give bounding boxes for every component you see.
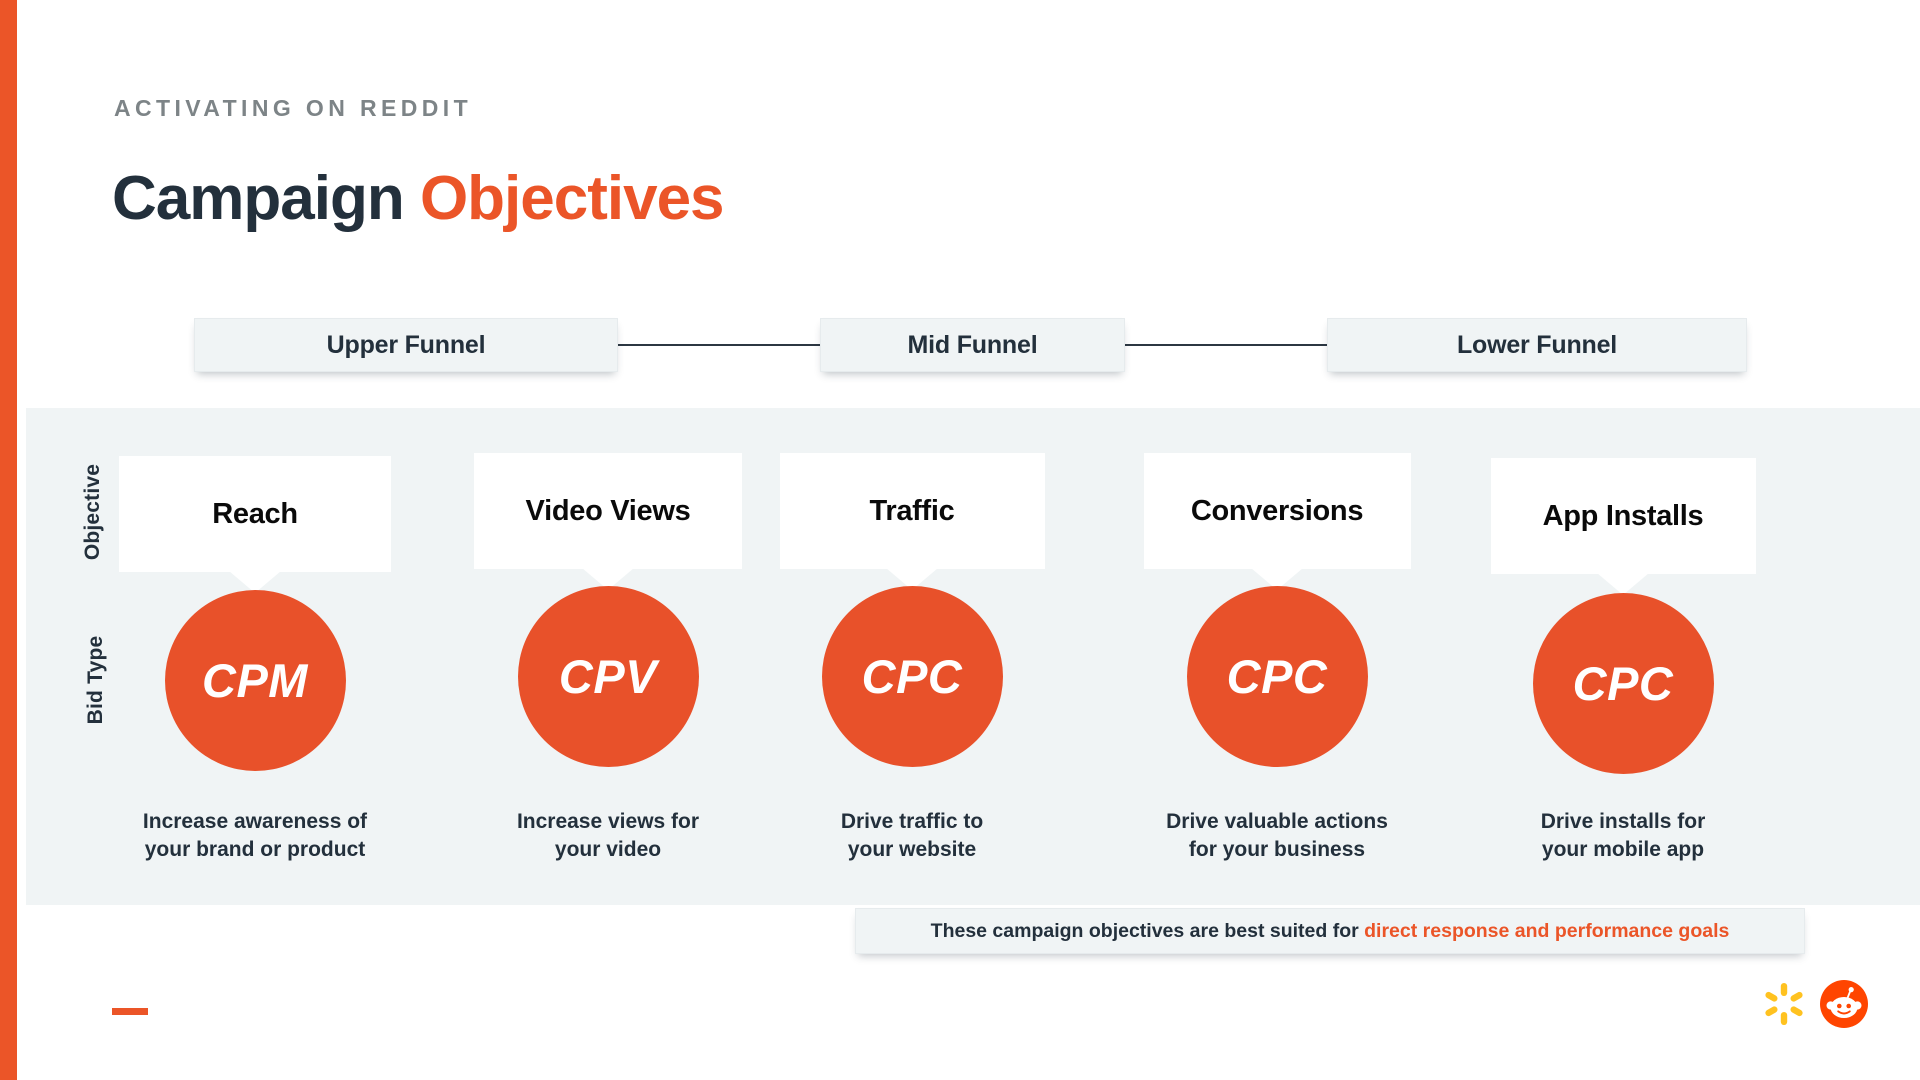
- description-line-2: your brand or product: [144, 838, 366, 862]
- description-line-2: your mobile app: [1541, 838, 1705, 862]
- objective-description: Drive valuable actions for your business: [1112, 808, 1442, 865]
- reddit-snoo-icon: [1820, 980, 1868, 1028]
- footnote-text: These campaign objectives are best suite…: [931, 920, 1730, 943]
- funnel-chip-lower-label: Lower Funnel: [1456, 330, 1618, 359]
- description-line-1: Drive traffic to: [840, 810, 984, 833]
- objective-card-traffic[interactable]: Traffic: [779, 453, 1045, 569]
- objective-card-conversions[interactable]: Conversions: [1143, 453, 1411, 569]
- funnel-chip-mid[interactable]: Mid Funnel: [820, 318, 1125, 372]
- bid-type-label: CPM: [202, 654, 308, 707]
- objective-card-wrap: Traffic: [747, 453, 1077, 569]
- bid-type-circle-cpv[interactable]: CPV: [517, 586, 699, 767]
- walmart-spark-icon: [1765, 983, 1803, 1025]
- objective-column-app-installs: App Installs CPC Drive installs for your…: [1458, 408, 1788, 905]
- objective-card-video-views[interactable]: Video Views: [474, 453, 742, 569]
- page-title-part-2: Objectives: [419, 164, 725, 233]
- description-line-1: Drive valuable actions: [1166, 810, 1388, 833]
- description-line-2: your video: [554, 838, 662, 862]
- funnel-chip-mid-label: Mid Funnel: [907, 330, 1038, 359]
- funnel-connector-1: [610, 344, 828, 346]
- objective-card-reach[interactable]: Reach: [119, 456, 391, 572]
- bid-circle-wrap: CPM: [90, 590, 420, 771]
- objective-column-video-views: Video Views CPV Increase views for your …: [443, 408, 773, 905]
- description-line-2: your website: [847, 838, 977, 862]
- bid-type-circle-cpm[interactable]: CPM: [164, 590, 346, 771]
- bid-type-label: CPC: [861, 650, 963, 703]
- objective-description: Increase views for your video: [443, 808, 773, 865]
- footnote-callout: These campaign objectives are best suite…: [855, 908, 1805, 954]
- footnote-plain: These campaign objectives are best suite…: [930, 919, 1365, 942]
- funnel-connector-2: [1117, 344, 1335, 346]
- bid-type-label: CPV: [558, 650, 658, 703]
- bid-circle-wrap: CPV: [443, 586, 773, 767]
- bid-type-label: CPC: [1572, 657, 1674, 710]
- page-title: Campaign Objectives: [112, 168, 725, 230]
- page-title-part-1: Campaign: [112, 164, 420, 233]
- funnel-chip-upper[interactable]: Upper Funnel: [194, 318, 618, 372]
- bid-type-label: CPC: [1226, 650, 1328, 703]
- bid-type-circle-cpc-traffic[interactable]: CPC: [821, 586, 1003, 767]
- bid-circle-wrap: CPC: [747, 586, 1077, 767]
- objective-column-conversions: Conversions CPC Drive valuable actions f…: [1112, 408, 1442, 905]
- objective-label: App Installs: [1542, 499, 1704, 532]
- objective-description: Increase awareness of your brand or prod…: [90, 808, 420, 865]
- footnote-emphasis: direct response and performance goals: [1364, 919, 1730, 942]
- left-accent-bar: [0, 0, 17, 1080]
- objective-card-wrap: App Installs: [1458, 458, 1788, 574]
- logo-group: [1762, 980, 1868, 1028]
- objective-column-traffic: Traffic CPC Drive traffic to your websit…: [747, 408, 1077, 905]
- objective-label: Reach: [212, 497, 298, 530]
- bid-type-circle-cpc-conversions[interactable]: CPC: [1186, 586, 1368, 767]
- objective-card-wrap: Reach: [90, 456, 420, 572]
- eyebrow-text: ACTIVATING ON REDDIT: [114, 95, 473, 121]
- funnel-chip-lower[interactable]: Lower Funnel: [1327, 318, 1747, 372]
- bid-circle-wrap: CPC: [1458, 593, 1788, 774]
- objective-card-wrap: Video Views: [443, 453, 773, 569]
- bid-circle-wrap: CPC: [1112, 586, 1442, 767]
- objective-description: Drive installs for your mobile app: [1458, 808, 1788, 865]
- funnel-chip-upper-label: Upper Funnel: [326, 330, 486, 359]
- objective-label: Conversions: [1190, 494, 1364, 527]
- bid-type-circle-cpc-app-installs[interactable]: CPC: [1532, 593, 1714, 774]
- funnel-stage-row: Upper Funnel Mid Funnel Lower Funnel: [0, 318, 1920, 378]
- objective-card-wrap: Conversions: [1112, 453, 1442, 569]
- description-line-2: for your business: [1188, 838, 1366, 862]
- description-line-1: Drive installs for: [1540, 810, 1706, 833]
- description-line-1: Increase awareness of: [142, 810, 368, 833]
- objective-column-reach: Reach CPM Increase awareness of your bra…: [90, 408, 420, 905]
- objective-card-app-installs[interactable]: App Installs: [1490, 458, 1756, 574]
- objective-description: Drive traffic to your website: [747, 808, 1077, 865]
- description-line-1: Increase views for: [516, 810, 700, 833]
- objective-label: Traffic: [869, 494, 955, 527]
- bottom-dash-mark: [112, 1008, 148, 1015]
- objective-label: Video Views: [525, 494, 691, 527]
